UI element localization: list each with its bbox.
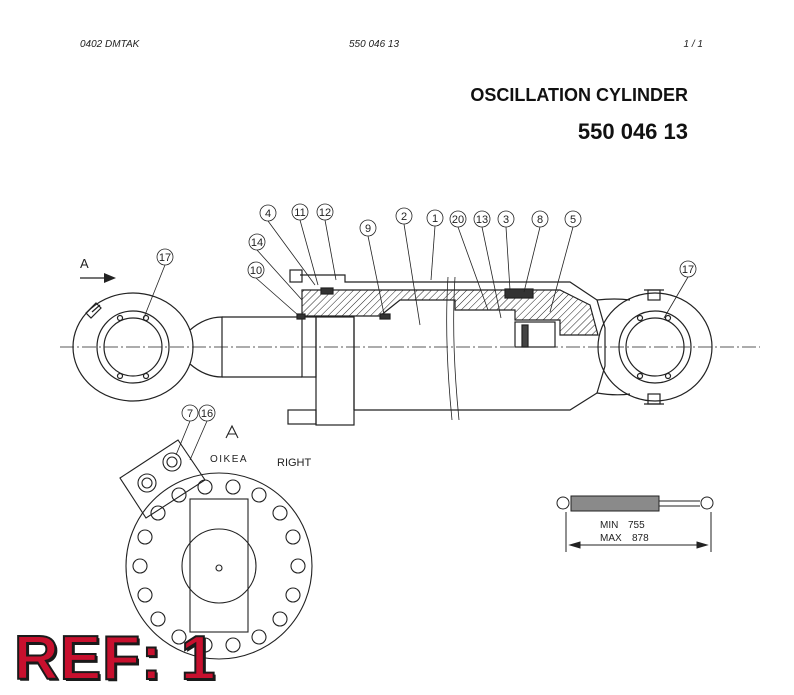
stroke-values: MIN 755 MAX 878 <box>600 520 649 544</box>
callouts <box>142 203 697 461</box>
callout-10 <box>247 261 265 279</box>
callout-1 <box>426 209 444 227</box>
callout-20-text: 20 <box>452 214 464 226</box>
stamp-text: OIKEA <box>210 454 248 465</box>
callout-8 <box>531 210 549 228</box>
callout-17-left <box>156 248 174 266</box>
drawing-title: OSCILLATION CYLINDER <box>470 85 688 105</box>
side-label: RIGHT <box>277 457 312 469</box>
callout-9-text: 9 <box>365 223 371 235</box>
callout-5 <box>564 210 582 228</box>
callout-17-right <box>679 260 697 278</box>
callout-3-text: 3 <box>503 214 509 226</box>
stroke-max-value: 878 <box>632 533 649 544</box>
callout-7-text: 7 <box>187 408 193 420</box>
cylinder-body <box>60 269 760 426</box>
stroke-min-label: MIN <box>600 520 618 531</box>
stroke-min-value: 755 <box>628 520 645 531</box>
callout-5-text: 5 <box>570 214 576 226</box>
header-page-number: 1 / 1 <box>683 39 703 50</box>
stroke-max-label: MAX <box>600 533 622 544</box>
callout-11-text: 11 <box>294 207 305 219</box>
callout-8-text: 8 <box>537 214 543 226</box>
callout-12 <box>316 203 334 221</box>
callout-2 <box>395 207 413 225</box>
callout-10-text: 10 <box>250 265 262 277</box>
callout-4-text: 4 <box>265 208 271 220</box>
callout-11 <box>291 203 309 221</box>
callout-13-text: 13 <box>476 214 488 226</box>
view-arrow: A <box>80 256 116 283</box>
callout-16-text: 16 <box>201 408 213 420</box>
view-a-label: A <box>226 422 227 425</box>
part-number: 550 046 13 <box>577 119 688 144</box>
callout-20 <box>449 210 467 228</box>
callout-7 <box>181 404 199 422</box>
view-a-triangle <box>225 424 239 439</box>
header-part-number: 550 046 13 <box>349 39 400 50</box>
callout-numbers: 4 11 12 2 1 20 13 3 8 5 14 9 10 17 17 7 … <box>159 207 694 420</box>
callout-14-text: 14 <box>251 237 263 249</box>
callout-1-text: 1 <box>432 213 438 225</box>
callout-2-text: 2 <box>401 211 407 223</box>
callout-12-text: 12 <box>319 207 331 219</box>
view-arrow-label: A <box>80 256 89 271</box>
end-view <box>119 424 313 660</box>
callout-13 <box>473 210 491 228</box>
callout-14 <box>248 233 266 251</box>
callout-17-right-text: 17 <box>682 264 694 276</box>
callout-9 <box>359 219 377 237</box>
callout-4 <box>259 204 277 222</box>
callout-3 <box>497 210 515 228</box>
stroke-indicator <box>556 495 714 552</box>
header-doc-code: 0402 DMTAK <box>80 39 140 50</box>
flange-bolt-holes <box>132 479 306 653</box>
ref-label: REF: 1 <box>13 624 217 693</box>
callout-16 <box>198 404 216 422</box>
callout-17-left-text: 17 <box>159 252 171 264</box>
